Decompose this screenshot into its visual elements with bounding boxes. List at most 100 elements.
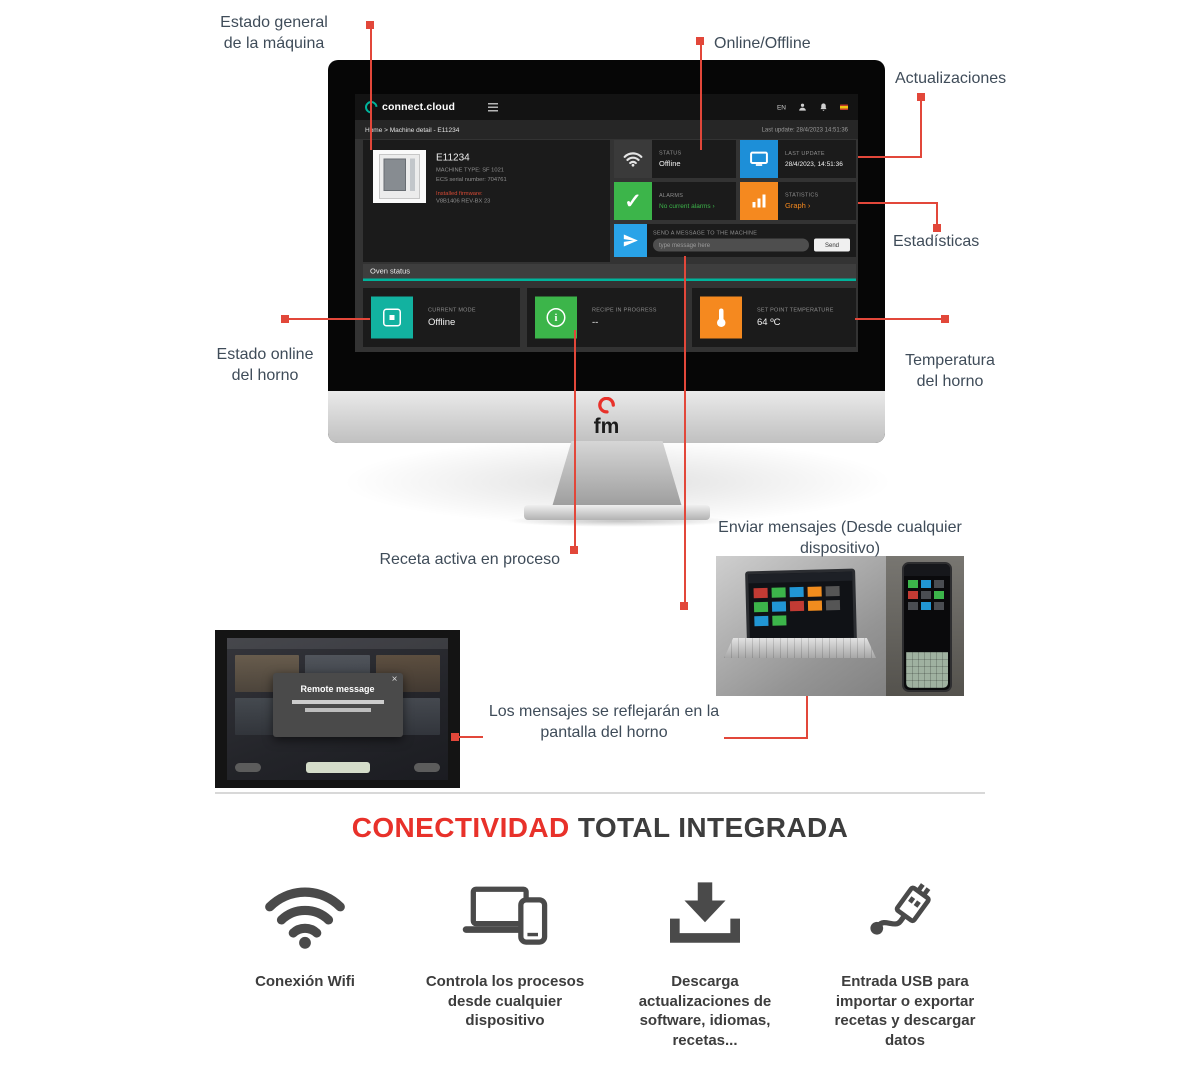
screen-icon — [740, 140, 778, 178]
connector-endpoint — [570, 546, 578, 554]
info-icon: i — [535, 296, 577, 339]
send-message-label: SEND A MESSAGE TO THE MACHINE — [653, 229, 758, 236]
close-icon[interactable]: × — [391, 673, 398, 685]
machine-type: MACHINE TYPE: SF 1021 — [436, 167, 504, 173]
oven-button[interactable] — [235, 763, 261, 772]
phone-dashboard-thumbnail — [904, 576, 950, 614]
feature-caption: Entrada USB para importar o exportar rec… — [834, 973, 976, 1049]
last-update-value: 28/4/2023, 14:51:36 — [785, 160, 843, 168]
machine-serial: ECS serial number: 704761 — [436, 176, 507, 183]
current-mode-label: CURRENT MODE — [428, 307, 476, 313]
section-title-dark: TOTAL INTEGRADA — [569, 812, 849, 843]
dashboard-screen: connect.cloud EN Home > Machine detail -… — [355, 94, 858, 352]
menu-icon[interactable] — [488, 102, 499, 112]
oven-status-header: Oven status — [363, 264, 856, 281]
connector-endpoint — [941, 315, 949, 323]
last-update-label: LAST UPDATE — [785, 150, 825, 157]
notifications-icon[interactable] — [819, 103, 828, 112]
oven-button[interactable] — [414, 763, 440, 772]
remote-message-title: Remote message — [300, 683, 375, 694]
connector-line — [806, 696, 808, 739]
monitor-stand-base — [524, 505, 710, 520]
section-divider — [215, 792, 985, 794]
phone-keyboard — [906, 652, 948, 688]
connector-line — [684, 256, 686, 604]
fm-logo: fm — [593, 415, 620, 438]
callout-messages-on-screen: Los mensajes se reflejarán en la pantall… — [488, 703, 720, 742]
connector-line — [370, 28, 372, 150]
connector-endpoint — [933, 224, 941, 232]
connector-endpoint — [680, 602, 688, 610]
alarms-link[interactable]: No current alarms › — [659, 202, 715, 210]
connector-line — [858, 156, 922, 158]
firmware-label: Installed firmware: — [436, 190, 483, 197]
machine-id: E11234 — [436, 152, 470, 163]
feature-caption: Conexión Wifi — [255, 973, 355, 990]
fm-swirl-icon — [595, 397, 619, 415]
phone — [902, 562, 952, 692]
chart-bars-icon — [740, 182, 778, 220]
alarms-tile: ✓ ALARMS No current alarms › — [614, 182, 736, 220]
mode-icon — [371, 296, 413, 339]
connector-line — [920, 100, 922, 158]
firmware-version: V8B1406 REV-BX 23 — [436, 198, 491, 204]
connector-line — [700, 44, 702, 150]
breadcrumb[interactable]: Home > Machine detail - E11234 — [365, 125, 460, 134]
laptop-screen — [745, 568, 857, 644]
laptop-keyboard — [724, 638, 876, 658]
connector-line — [288, 318, 370, 320]
feature-usb: Entrada USB para importar o exportar rec… — [812, 876, 998, 1050]
callout-send-messages: Enviar mensajes (Desde cualquier disposi… — [718, 519, 962, 558]
machine-card: E11234 MACHINE TYPE: SF 1021 ECS serial … — [363, 140, 610, 262]
feature-caption: Descarga actualizaciones de software, id… — [638, 973, 772, 1049]
callout-statistics: Estadísticas — [893, 233, 980, 250]
language-label[interactable]: EN — [776, 103, 786, 111]
user-icon[interactable] — [798, 103, 807, 112]
feature-download: Descarga actualizaciones de software, id… — [612, 876, 798, 1050]
feature-devices: Controla los procesos desde cualquier di… — [412, 876, 598, 1031]
devices-photo — [716, 556, 964, 696]
flag-icon[interactable] — [840, 104, 848, 110]
status-label: STATUS — [659, 150, 682, 156]
connector-line — [855, 318, 945, 320]
recipe-label: RECIPE IN PROGRESS — [592, 307, 657, 313]
statistics-label: STATISTICS — [785, 192, 819, 198]
paper-plane-icon — [614, 224, 647, 257]
alarms-label: ALARMS — [659, 192, 684, 199]
connector-line — [459, 736, 483, 738]
status-tile: STATUS Offline — [614, 140, 736, 178]
message-text-line — [291, 699, 384, 704]
graph-link[interactable]: Graph › — [785, 201, 811, 211]
monitor: connect.cloud EN Home > Machine detail -… — [328, 60, 885, 443]
recipe-value: -- — [592, 317, 599, 328]
setpoint-value: 64 ºC — [757, 317, 781, 328]
oven-confirm-button[interactable] — [305, 762, 370, 773]
breadcrumb-bar: Home > Machine detail - E11234 Last upda… — [355, 120, 858, 139]
last-update-tile: LAST UPDATE 28/4/2023, 14:51:36 — [740, 140, 856, 178]
callout-machine-status: Estado general de la máquina — [220, 14, 328, 53]
connector-endpoint — [451, 733, 459, 741]
recipe-tile: i RECIPE IN PROGRESS -- — [527, 288, 685, 347]
dashboard-topbar: connect.cloud EN — [355, 94, 858, 120]
connector-line — [936, 202, 938, 226]
thermometer-icon — [700, 296, 742, 339]
download-icon — [666, 880, 744, 950]
message-input[interactable] — [653, 238, 809, 252]
feature-caption: Controla los procesos desde cualquier di… — [425, 973, 585, 1029]
connector-endpoint — [696, 37, 704, 45]
section-title-red: CONECTIVIDAD — [351, 812, 570, 843]
machine-image — [373, 150, 426, 203]
callout-online-offline: Online/Offline — [714, 35, 811, 52]
feature-wifi: Conexión Wifi — [217, 876, 393, 992]
connector-endpoint — [917, 93, 925, 101]
wifi-status-icon — [614, 140, 652, 178]
current-mode-tile: CURRENT MODE Offline — [363, 288, 520, 347]
check-icon: ✓ — [614, 182, 652, 220]
monitor-chin: fm — [328, 391, 885, 443]
monitor-stand-neck — [552, 441, 682, 507]
callout-oven-online: Estado online del horno — [216, 346, 314, 385]
remote-message-dialog: × Remote message — [272, 672, 403, 737]
send-button[interactable]: Send — [814, 238, 850, 252]
setpoint-label: SET POINT TEMPERATURE — [757, 307, 834, 313]
